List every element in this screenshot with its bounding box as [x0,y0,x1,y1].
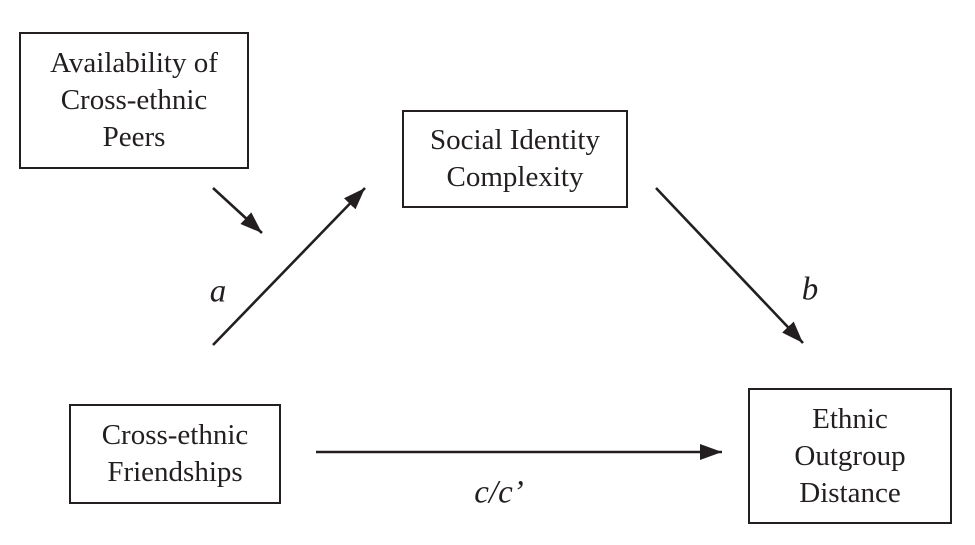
path-label-b: b [801,271,819,308]
arrow-b-complexity-to-distance [655,187,804,344]
node-availability-of-cross-ethnic-peers: Availability of Cross-ethnic Peers [19,32,249,169]
node-label: Cross-ethnic Friendships [101,419,249,488]
node-label: Availability of Cross-ethnic Peers [50,47,218,153]
node-ethnic-outgroup-distance: Ethnic Outgroup Distance [748,388,952,524]
path-label-c-cprime: c/c’ [474,474,524,511]
path-label-a: a [209,273,227,310]
node-label: Social Identity Complexity [430,124,600,193]
node-cross-ethnic-friendships: Cross-ethnic Friendships [69,404,281,504]
node-label: Ethnic Outgroup Distance [794,402,906,509]
arrow-a-friendships-to-complexity [212,187,366,346]
node-social-identity-complexity: Social Identity Complexity [402,110,628,208]
arrow-availability-to-complexity [212,187,263,234]
